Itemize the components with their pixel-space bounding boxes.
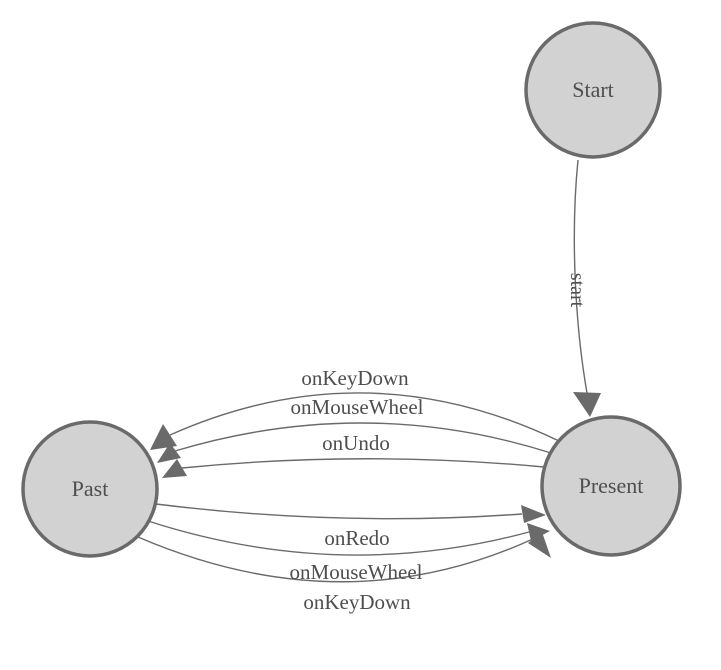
arrowhead-onkeydown-to-past-icon	[150, 424, 177, 450]
state-node-past: Past	[21, 420, 159, 558]
state-node-start: Start	[524, 21, 662, 159]
arrowhead-onundo-to-past-icon	[162, 459, 187, 478]
edge-label-onmousewheel-bottom: onMouseWheel	[290, 560, 423, 584]
edge-past-to-present-onkeydown	[137, 536, 536, 583]
state-circle-start	[524, 21, 662, 159]
edge-present-to-past-onkeydown	[169, 392, 560, 442]
edge-past-to-present-onmousewheel	[147, 520, 530, 556]
edge-label-onundo: onUndo	[322, 431, 390, 455]
arrowhead-onredo-to-present-icon	[521, 505, 546, 523]
state-label-start: Start	[572, 77, 614, 102]
state-label-past: Past	[72, 476, 109, 501]
edge-past-to-present-onredo	[155, 503, 523, 520]
edge-start-to-present	[573, 159, 588, 394]
edge-label-onmousewheel-top: onMouseWheel	[291, 395, 424, 419]
state-label-present: Present	[579, 473, 644, 498]
arrowhead-start-to-present-icon	[573, 392, 601, 417]
arrowhead-onmousewheel-to-past-icon	[157, 443, 181, 463]
state-node-present: Present	[540, 415, 682, 557]
arrowhead-onmousewheel-to-present-icon	[527, 523, 550, 541]
arrowhead-onkeydown-to-present-icon	[528, 532, 551, 558]
edge-present-to-past-onundo	[181, 458, 545, 469]
edge-label-onkeydown-bottom: onKeyDown	[303, 590, 411, 614]
edge-label-onredo: onRedo	[324, 526, 389, 550]
state-circle-present	[540, 415, 682, 557]
edge-present-to-past-onmousewheel	[174, 422, 552, 454]
edge-label-onkeydown-top: onKeyDown	[301, 366, 409, 390]
state-circle-past	[21, 420, 159, 558]
edge-label-start: start	[566, 273, 588, 308]
